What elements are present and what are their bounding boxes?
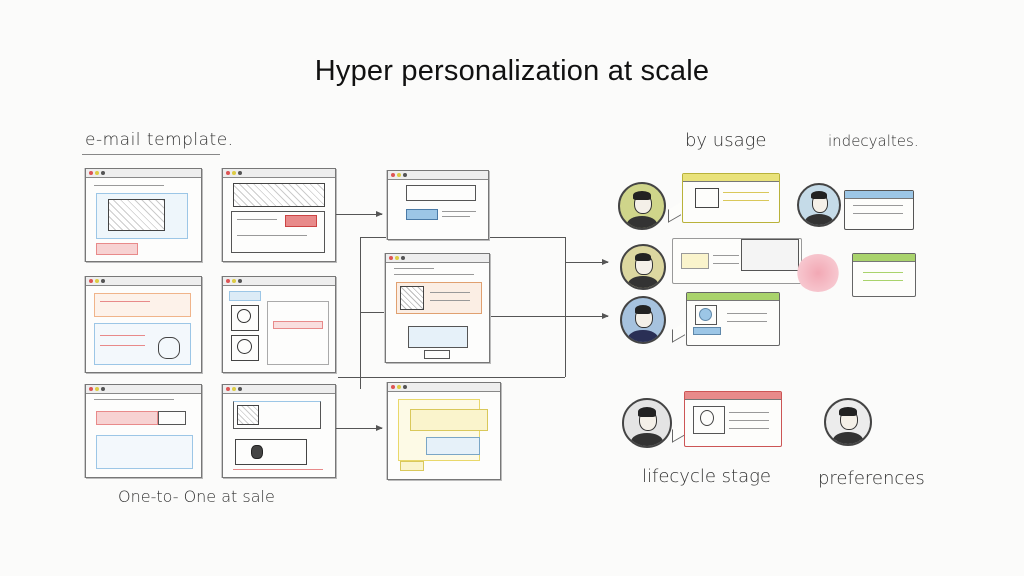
scribble-note (796, 254, 840, 292)
email-template-sketch (85, 168, 202, 262)
arrow-connector (336, 211, 383, 217)
customer-avatar (824, 398, 872, 446)
window-titlebar (86, 169, 201, 178)
window-titlebar (223, 277, 335, 286)
window-titlebar (223, 385, 335, 394)
one-to-one-label: One-to- One at sale (118, 487, 275, 506)
customer-avatar (620, 296, 666, 344)
email-template-underline (82, 154, 220, 155)
window-titlebar (386, 254, 489, 263)
personalized-email-bubble (672, 238, 802, 284)
customer-avatar (620, 244, 666, 290)
customer-avatar (622, 398, 672, 448)
window-titlebar (388, 171, 488, 180)
generated-email-sketch (387, 170, 489, 240)
email-template-label: e-mail template. (85, 130, 234, 150)
customer-avatar (797, 183, 841, 227)
diagram-title: Hyper personalization at scale (314, 55, 710, 87)
personalized-email-bubble (686, 292, 780, 346)
email-template-sketch (85, 276, 202, 373)
email-template-sketch (85, 384, 202, 478)
by-usage-label: by usage (685, 130, 767, 151)
generated-email-sketch (387, 382, 501, 480)
bracket-connector (565, 237, 566, 377)
customer-avatar (618, 182, 666, 230)
bracket-connector (338, 377, 565, 378)
arrow-connector (565, 259, 609, 265)
personalized-email-bubble (682, 173, 780, 223)
speech-bubble-tail (672, 322, 685, 343)
arrow-connector (336, 425, 383, 431)
personalized-email-bubble (852, 253, 916, 297)
window-titlebar (388, 383, 500, 392)
arrow-connector (450, 313, 609, 319)
email-template-sketch (222, 384, 336, 478)
window-titlebar (223, 169, 335, 178)
generated-email-sketch (385, 253, 490, 363)
preferences-label: preferences (818, 468, 925, 489)
personalized-email-bubble (844, 190, 914, 230)
lifecycle-stage-label: lifecycle stage (642, 466, 771, 487)
window-titlebar (86, 277, 201, 286)
bracket-connector (360, 312, 384, 313)
interests-label: indecyaltes. (828, 132, 919, 150)
bracket-connector (360, 237, 361, 389)
email-template-sketch (222, 276, 336, 373)
window-titlebar (86, 385, 201, 394)
personalized-email-bubble (684, 391, 782, 447)
email-template-sketch (222, 168, 336, 262)
speech-bubble-tail (668, 202, 681, 223)
